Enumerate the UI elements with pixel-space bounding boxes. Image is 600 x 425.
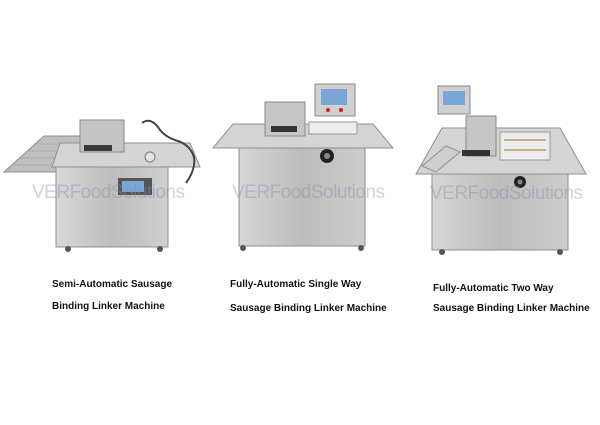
machine-3-caption-line2: Sausage Binding Linker Machine: [433, 303, 590, 314]
machine-1-caption-line2: Binding Linker Machine: [52, 301, 165, 312]
machine-2-caption-line2: Sausage Binding Linker Machine: [230, 303, 387, 314]
watermark-1: VERFoodSolutions: [32, 182, 185, 203]
two-way-machine-photo: [415, 85, 587, 255]
machine-2-caption-line1: Fully-Automatic Single Way: [230, 279, 362, 290]
watermark-3: VERFoodSolutions: [430, 183, 583, 204]
semi-automatic-machine-photo: [2, 119, 201, 252]
machine-1-caption-line1: Semi-Automatic Sausage: [52, 279, 173, 290]
machine-3-caption-line1: Fully-Automatic Two Way: [433, 283, 554, 294]
watermark-2: VERFoodSolutions: [232, 182, 385, 203]
single-way-machine-photo: [211, 83, 395, 251]
